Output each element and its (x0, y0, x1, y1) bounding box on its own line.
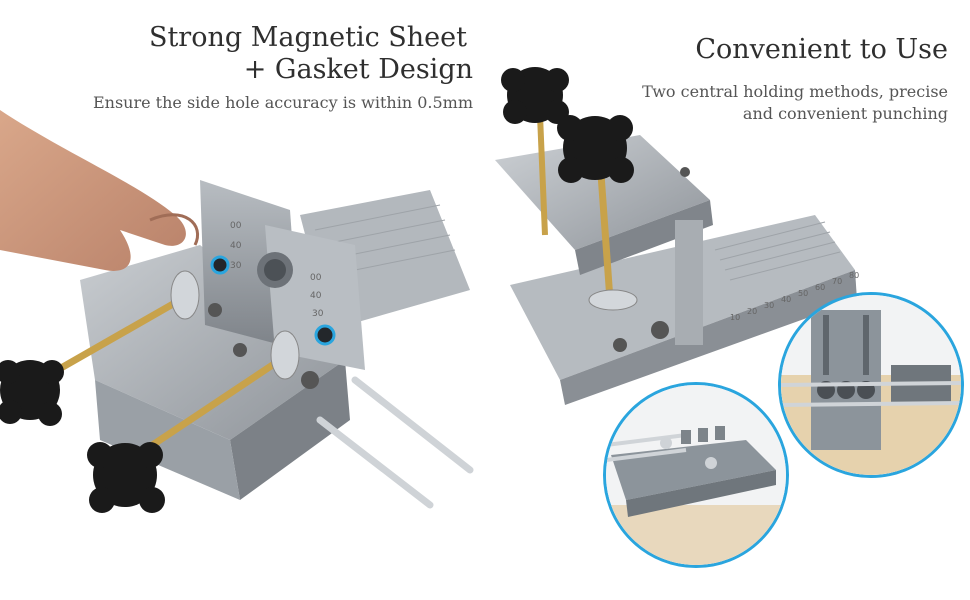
threaded-bolt (596, 159, 614, 301)
horizontal-usage-illustration (606, 385, 786, 565)
hand (0, 110, 186, 271)
scale-mark: 30 (230, 261, 242, 271)
feature-title-line2: + Gasket Design (243, 54, 473, 85)
scale-mark: 00 (230, 221, 242, 231)
guide-rod (351, 376, 474, 474)
ruler-mark: 50 (798, 289, 808, 298)
feature-title-line1: Strong Magnetic Sheet (148, 22, 467, 53)
clamp-post (675, 220, 703, 345)
scale-mark: 30 (312, 309, 324, 319)
magnet-dot (314, 324, 336, 346)
feature-subtitle-line2: and convenient punching (742, 104, 948, 123)
threaded-bolt (38, 296, 182, 384)
star-knob-icon (501, 67, 569, 124)
scale-mark: 40 (230, 241, 242, 251)
vertical-usage-illustration (781, 295, 961, 475)
ruler-mark: 30 (764, 301, 774, 310)
feature-subtitle: Ensure the side hole accuracy is within … (92, 93, 473, 112)
scale-mark: 40 (310, 291, 322, 301)
clamp-jig-illustration: 10 20 30 40 50 60 70 80 (495, 67, 859, 405)
threaded-bolt (537, 114, 548, 236)
ruler-mark: 40 (781, 295, 791, 304)
feature-subtitle-line1: Two central holding methods, precise (642, 82, 948, 101)
jig-main-block (80, 245, 345, 440)
magnetic-jig-illustration: 00 40 30 00 40 30 (0, 110, 474, 513)
right-feature-panel: 10 20 30 40 50 60 70 80 (485, 0, 970, 600)
guide-rod (316, 416, 434, 509)
scale-mark: 00 (310, 273, 322, 283)
left-feature-panel: 00 40 30 00 40 30 (0, 22, 474, 513)
usage-inset-vertical (778, 292, 964, 478)
star-knob-icon (0, 360, 64, 426)
ruler-mark: 60 (815, 283, 825, 292)
usage-inset-horizontal (603, 382, 789, 568)
feature-title: Convenient to Use (695, 34, 948, 65)
ruler-mark: 20 (747, 307, 757, 316)
ruler-mark: 70 (832, 277, 842, 286)
star-knob-icon (87, 442, 165, 513)
star-knob-icon (557, 115, 634, 183)
magnet-dot (210, 255, 230, 275)
ruler-mark: 10 (730, 313, 740, 322)
ruler-mark: 80 (849, 271, 859, 280)
